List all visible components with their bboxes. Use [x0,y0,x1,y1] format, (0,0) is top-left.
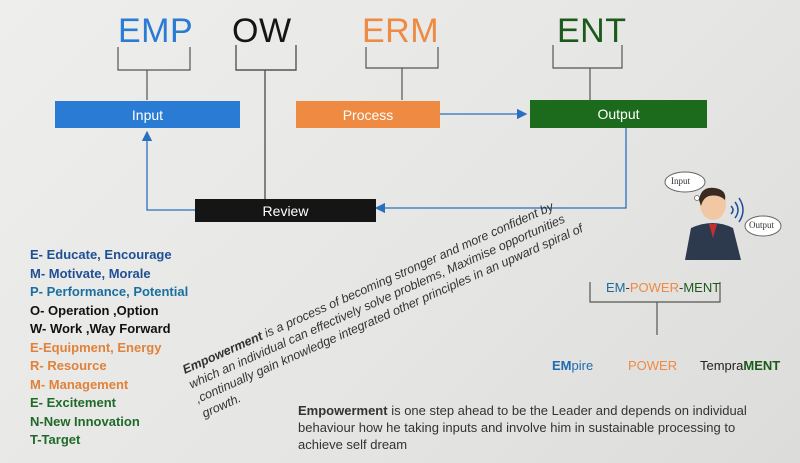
dash-2: - [678,280,684,295]
acronym-line: T-Target [30,432,81,447]
acronym-line: W- Work ,Way Forward [30,321,171,336]
bracket-ent [552,45,623,100]
syllable-erm: ERM [362,12,440,50]
syllable-ent: ENT [557,12,627,50]
word-empire: EMpire [552,358,593,373]
em-part: EM [606,280,626,295]
word-em: EM [552,358,572,373]
figure-output-label: Output [749,220,775,230]
acronym-list: E- Educate, Encourage M- Motivate, Moral… [30,246,188,450]
acronym-line: R- Resource [30,358,107,373]
bracket-ow [235,45,297,200]
syllable-ow: OW [232,12,292,50]
acronym-line: M- Management [30,376,129,392]
bracket-emp [117,47,191,100]
acronym-line: P- Performance, Potential [30,284,189,299]
acronym-line: E- Excitement [30,395,116,410]
empowerment-note: Empowerment is one step ahead to be the … [298,402,778,453]
em-power-ment-label: EM-POWER-MENT [606,280,720,295]
bracket-erm [365,47,439,100]
acronym-line: M- Motivate, Morale [30,265,151,281]
acronym-line: E- Educate, Encourage [30,247,172,262]
word-tempramen: TempraMENT [700,358,780,373]
bracket-em-power-ment [589,282,721,335]
process-box: Process [296,101,440,128]
word-pire: pire [571,358,594,373]
figure-input-label: Input [671,176,690,186]
acronym-line: E-Equipment, Energy [30,339,162,355]
power-part: POWER [629,280,679,295]
note-text: is one step ahead to be the Leader and d… [298,403,747,452]
note-term: Empowerment [298,403,388,418]
word-ment: MENT [743,358,781,373]
syllable-emp: EMP [118,12,194,50]
acronym-line: N-New Innovation [30,413,140,429]
dash-1: - [625,280,630,295]
word-tempra: Tempra [700,358,744,373]
review-box: Review [195,199,376,222]
word-power: POWER [628,358,678,373]
input-box: Input [55,101,240,128]
person-figure [664,171,782,260]
output-box: Output [530,100,707,128]
acronym-line: O- Operation ,Option [30,302,159,318]
ment-part: MENT [683,280,721,295]
